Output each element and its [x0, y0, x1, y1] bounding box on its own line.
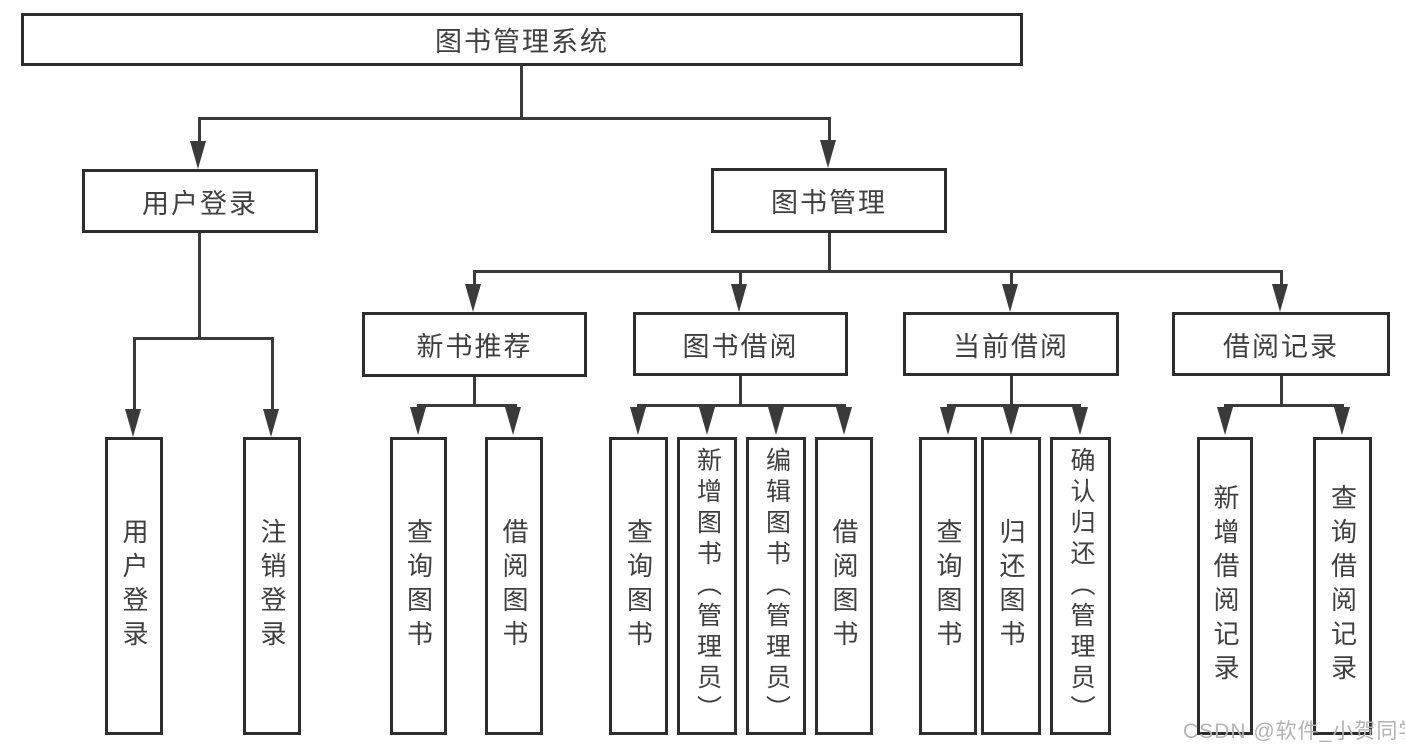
connector-root-drop	[520, 64, 523, 117]
connector-rec-bus	[417, 404, 517, 407]
arrow-down-icon	[1002, 284, 1018, 312]
connector-bb-bus	[637, 404, 846, 407]
arrow-down-icon	[630, 407, 646, 435]
node-borrow-records: 借阅记录	[1172, 312, 1390, 376]
node-leaf-br-add-record: 新增借阅记录	[1197, 437, 1253, 735]
connector-cb-bus	[947, 404, 1081, 407]
connector-level3-bus	[473, 270, 1283, 273]
node-current-borrow: 当前借阅	[903, 312, 1119, 376]
connector-br-bus	[1224, 404, 1344, 407]
connector-cb-drop	[1010, 376, 1013, 407]
arrow-down-icon	[263, 409, 279, 437]
connector-br-drop	[1280, 376, 1283, 407]
node-root: 图书管理系统	[21, 13, 1023, 66]
node-book-borrow: 图书借阅	[633, 312, 848, 376]
arrow-down-icon	[1334, 407, 1350, 435]
connector-user-login-drop	[198, 233, 201, 339]
node-user-login: 用户登录	[82, 169, 318, 233]
node-leaf-cb-confirm-return: 确认归还（管理员）	[1050, 437, 1111, 735]
arrow-down-icon	[940, 407, 956, 435]
node-leaf-bb-add-book: 新增图书（管理员）	[677, 437, 737, 735]
connector-stub-borrow-records	[1280, 270, 1283, 288]
connector-user-login-bus	[133, 337, 274, 340]
connector-stub-book-borrow	[739, 270, 742, 288]
node-new-book-rec: 新书推荐	[362, 312, 587, 377]
arrow-down-icon	[731, 284, 747, 312]
node-leaf-rec-query-book: 查询图书	[390, 437, 447, 735]
connector-book-mgmt-drop	[828, 233, 831, 273]
arrow-down-icon	[125, 409, 141, 437]
arrow-down-icon	[836, 407, 852, 435]
arrow-down-icon	[465, 284, 481, 312]
connector-rec-drop	[473, 377, 476, 407]
node-leaf-user-login: 用户登录	[105, 437, 163, 735]
connector-stub-user-login	[198, 117, 201, 143]
arrow-down-icon	[1272, 284, 1288, 312]
arrow-down-icon	[768, 407, 784, 435]
connector-stub-leaf-user-login	[133, 337, 136, 411]
arrow-down-icon	[699, 407, 715, 435]
arrow-down-icon	[505, 407, 521, 435]
connector-stub-book-mgmt	[828, 117, 831, 143]
connector-stub-new-book-rec	[473, 270, 476, 288]
node-leaf-bb-borrow-book: 借阅图书	[815, 437, 873, 735]
connector-stub-leaf-logout	[271, 337, 274, 411]
arrow-down-icon	[410, 407, 426, 435]
connector-level2-bus	[198, 117, 831, 120]
arrow-down-icon	[1072, 407, 1088, 435]
node-book-mgmt: 图书管理	[711, 168, 947, 233]
arrow-down-icon	[820, 140, 836, 168]
arrow-down-icon	[1003, 407, 1019, 435]
node-leaf-logout: 注销登录	[243, 437, 301, 735]
node-leaf-rec-borrow-book: 借阅图书	[485, 437, 543, 735]
node-leaf-cb-return-book: 归还图书	[981, 437, 1041, 735]
arrow-down-icon	[1217, 407, 1233, 435]
connector-bb-drop	[739, 376, 742, 407]
connector-stub-current-borrow	[1010, 270, 1013, 288]
node-leaf-cb-query-book: 查询图书	[919, 437, 977, 735]
arrow-down-icon	[190, 141, 206, 169]
node-leaf-bb-edit-book: 编辑图书（管理员）	[746, 437, 806, 735]
node-leaf-br-query-record: 查询借阅记录	[1313, 437, 1372, 735]
node-leaf-bb-query-book: 查询图书	[609, 437, 668, 735]
csdn-watermark: CSDN @软件_小贺同学	[1183, 720, 1405, 743]
